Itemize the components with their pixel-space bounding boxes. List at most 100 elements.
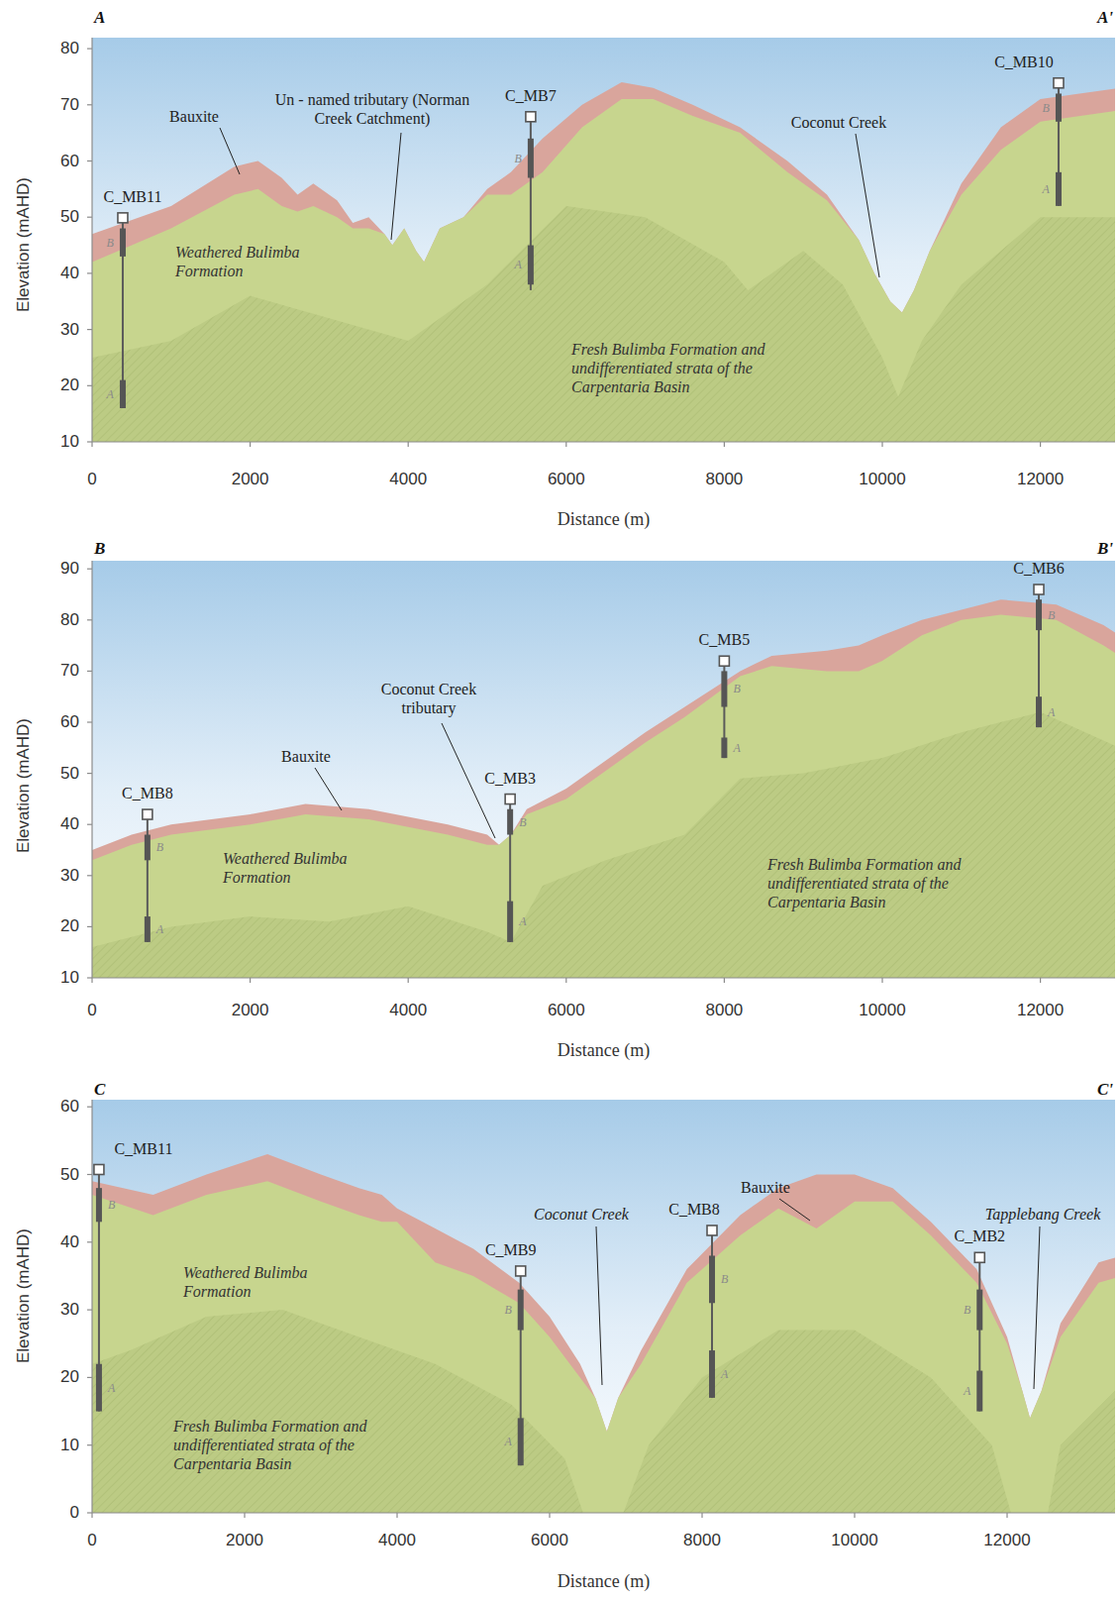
screen-letter: A — [106, 387, 114, 402]
tick-label: 2000 — [231, 469, 270, 490]
section-panel — [87, 1099, 1120, 1527]
feature-label: Coconut Creek tributary — [374, 679, 484, 717]
bore-name: C_MB11 — [113, 1138, 173, 1158]
bore-head — [707, 1224, 717, 1235]
screen-letter: B — [107, 1197, 115, 1212]
tick-label: 10 — [60, 431, 80, 452]
screen-letter: B — [504, 1302, 511, 1317]
screen-letter: B — [518, 814, 526, 828]
axis-title: Elevation (mAHD) — [13, 717, 34, 853]
tick-mark — [87, 103, 93, 105]
tick-mark — [87, 976, 93, 978]
section-panel — [87, 560, 1120, 988]
tick-label: 90 — [60, 558, 80, 579]
tick-label: 80 — [60, 38, 80, 59]
tick-label: 6000 — [547, 1000, 586, 1020]
tick-label: 10 — [60, 967, 80, 988]
screen-letter: A — [518, 914, 526, 928]
weathered-bulimba-layer — [92, 99, 1116, 442]
screen-letter: B — [514, 150, 522, 165]
tick-mark — [87, 618, 93, 620]
screen-letter: B — [1047, 607, 1055, 621]
tick-mark — [407, 977, 409, 983]
bore-name: C_MB9 — [485, 1239, 537, 1259]
tick-label: 60 — [60, 1096, 80, 1117]
bore-head — [525, 111, 536, 122]
tick-label: 30 — [60, 318, 80, 339]
leader-line — [391, 132, 402, 240]
leader-line — [219, 127, 240, 175]
tick-label: 10 — [60, 1433, 80, 1454]
tick-mark — [87, 1376, 93, 1378]
section-letter: A — [94, 7, 105, 28]
section-letter: B — [94, 538, 105, 559]
bore-head — [1053, 78, 1064, 89]
screen-letter: A — [514, 257, 522, 272]
screen-letter: A — [156, 921, 164, 936]
screen-letter: A — [720, 1366, 728, 1381]
tick-mark — [701, 1512, 703, 1518]
feature-label: Coconut Creek — [791, 112, 887, 132]
bore-name: C_MB6 — [1013, 558, 1065, 578]
tick-mark — [87, 670, 93, 672]
y-axis — [91, 1099, 93, 1513]
screen-letter: A — [1047, 704, 1055, 718]
screen-letter: B — [156, 839, 164, 854]
tick-label: 2000 — [225, 1529, 264, 1550]
bore-name: C_MB7 — [505, 86, 557, 105]
tick-label: 10000 — [830, 1529, 878, 1550]
screen-letter: A — [1042, 182, 1050, 197]
tick-label: 4000 — [389, 1000, 427, 1020]
tick-label: 30 — [60, 865, 80, 886]
fresh-bulimba-layer — [92, 712, 1116, 978]
tick-mark — [723, 977, 725, 983]
section-panel — [87, 37, 1120, 452]
tick-label: 30 — [60, 1299, 80, 1320]
tick-label: 70 — [60, 95, 80, 115]
tick-mark — [1039, 441, 1041, 447]
bore-head — [1033, 584, 1044, 595]
tick-label: 0 — [87, 1000, 97, 1020]
tick-mark — [407, 441, 409, 447]
tick-mark — [1039, 977, 1041, 983]
formation-label: Weathered Bulimba Formation — [175, 242, 319, 281]
screen-b — [527, 138, 534, 179]
screen-b — [1035, 599, 1042, 630]
tick-mark — [87, 1106, 93, 1108]
tick-mark — [1006, 1512, 1008, 1518]
screen-b — [709, 1254, 715, 1303]
tick-mark — [87, 874, 93, 876]
tick-mark — [87, 1443, 93, 1445]
tick-label: 4000 — [378, 1529, 416, 1550]
tick-mark — [87, 47, 93, 49]
tick-label: 20 — [60, 1366, 80, 1387]
tick-label: 12000 — [1017, 469, 1064, 490]
tick-mark — [87, 440, 93, 442]
formation-label: Fresh Bulimba Formation and undifferenti… — [173, 1416, 421, 1474]
tick-mark — [87, 160, 93, 162]
screen-a — [527, 245, 534, 286]
tick-mark — [87, 772, 93, 774]
tick-label: 0 — [87, 469, 97, 490]
tick-mark — [87, 216, 93, 218]
leader-line — [1033, 1225, 1040, 1389]
feature-label: Bauxite — [169, 106, 219, 126]
screen-b — [976, 1289, 983, 1330]
weathered-bulimba-layer — [92, 614, 1116, 978]
tick-label: 12000 — [1017, 1000, 1064, 1020]
screen-a — [144, 916, 151, 942]
screen-letter: A — [963, 1383, 971, 1398]
axis-title: Distance (m) — [557, 1039, 650, 1062]
bore-name: C_MB3 — [484, 768, 536, 788]
tick-label: 6000 — [547, 469, 586, 490]
tick-label: 8000 — [705, 1000, 743, 1020]
screen-b — [119, 228, 126, 257]
screen-a — [709, 1349, 715, 1398]
screen-letter: B — [963, 1302, 971, 1317]
screen-letter: B — [1042, 100, 1050, 114]
tick-label: 50 — [60, 762, 80, 783]
tick-label: 80 — [60, 610, 80, 630]
fresh-bulimba-layer — [92, 1309, 1116, 1513]
tick-label: 0 — [70, 1502, 80, 1523]
tick-label: 12000 — [983, 1529, 1030, 1550]
